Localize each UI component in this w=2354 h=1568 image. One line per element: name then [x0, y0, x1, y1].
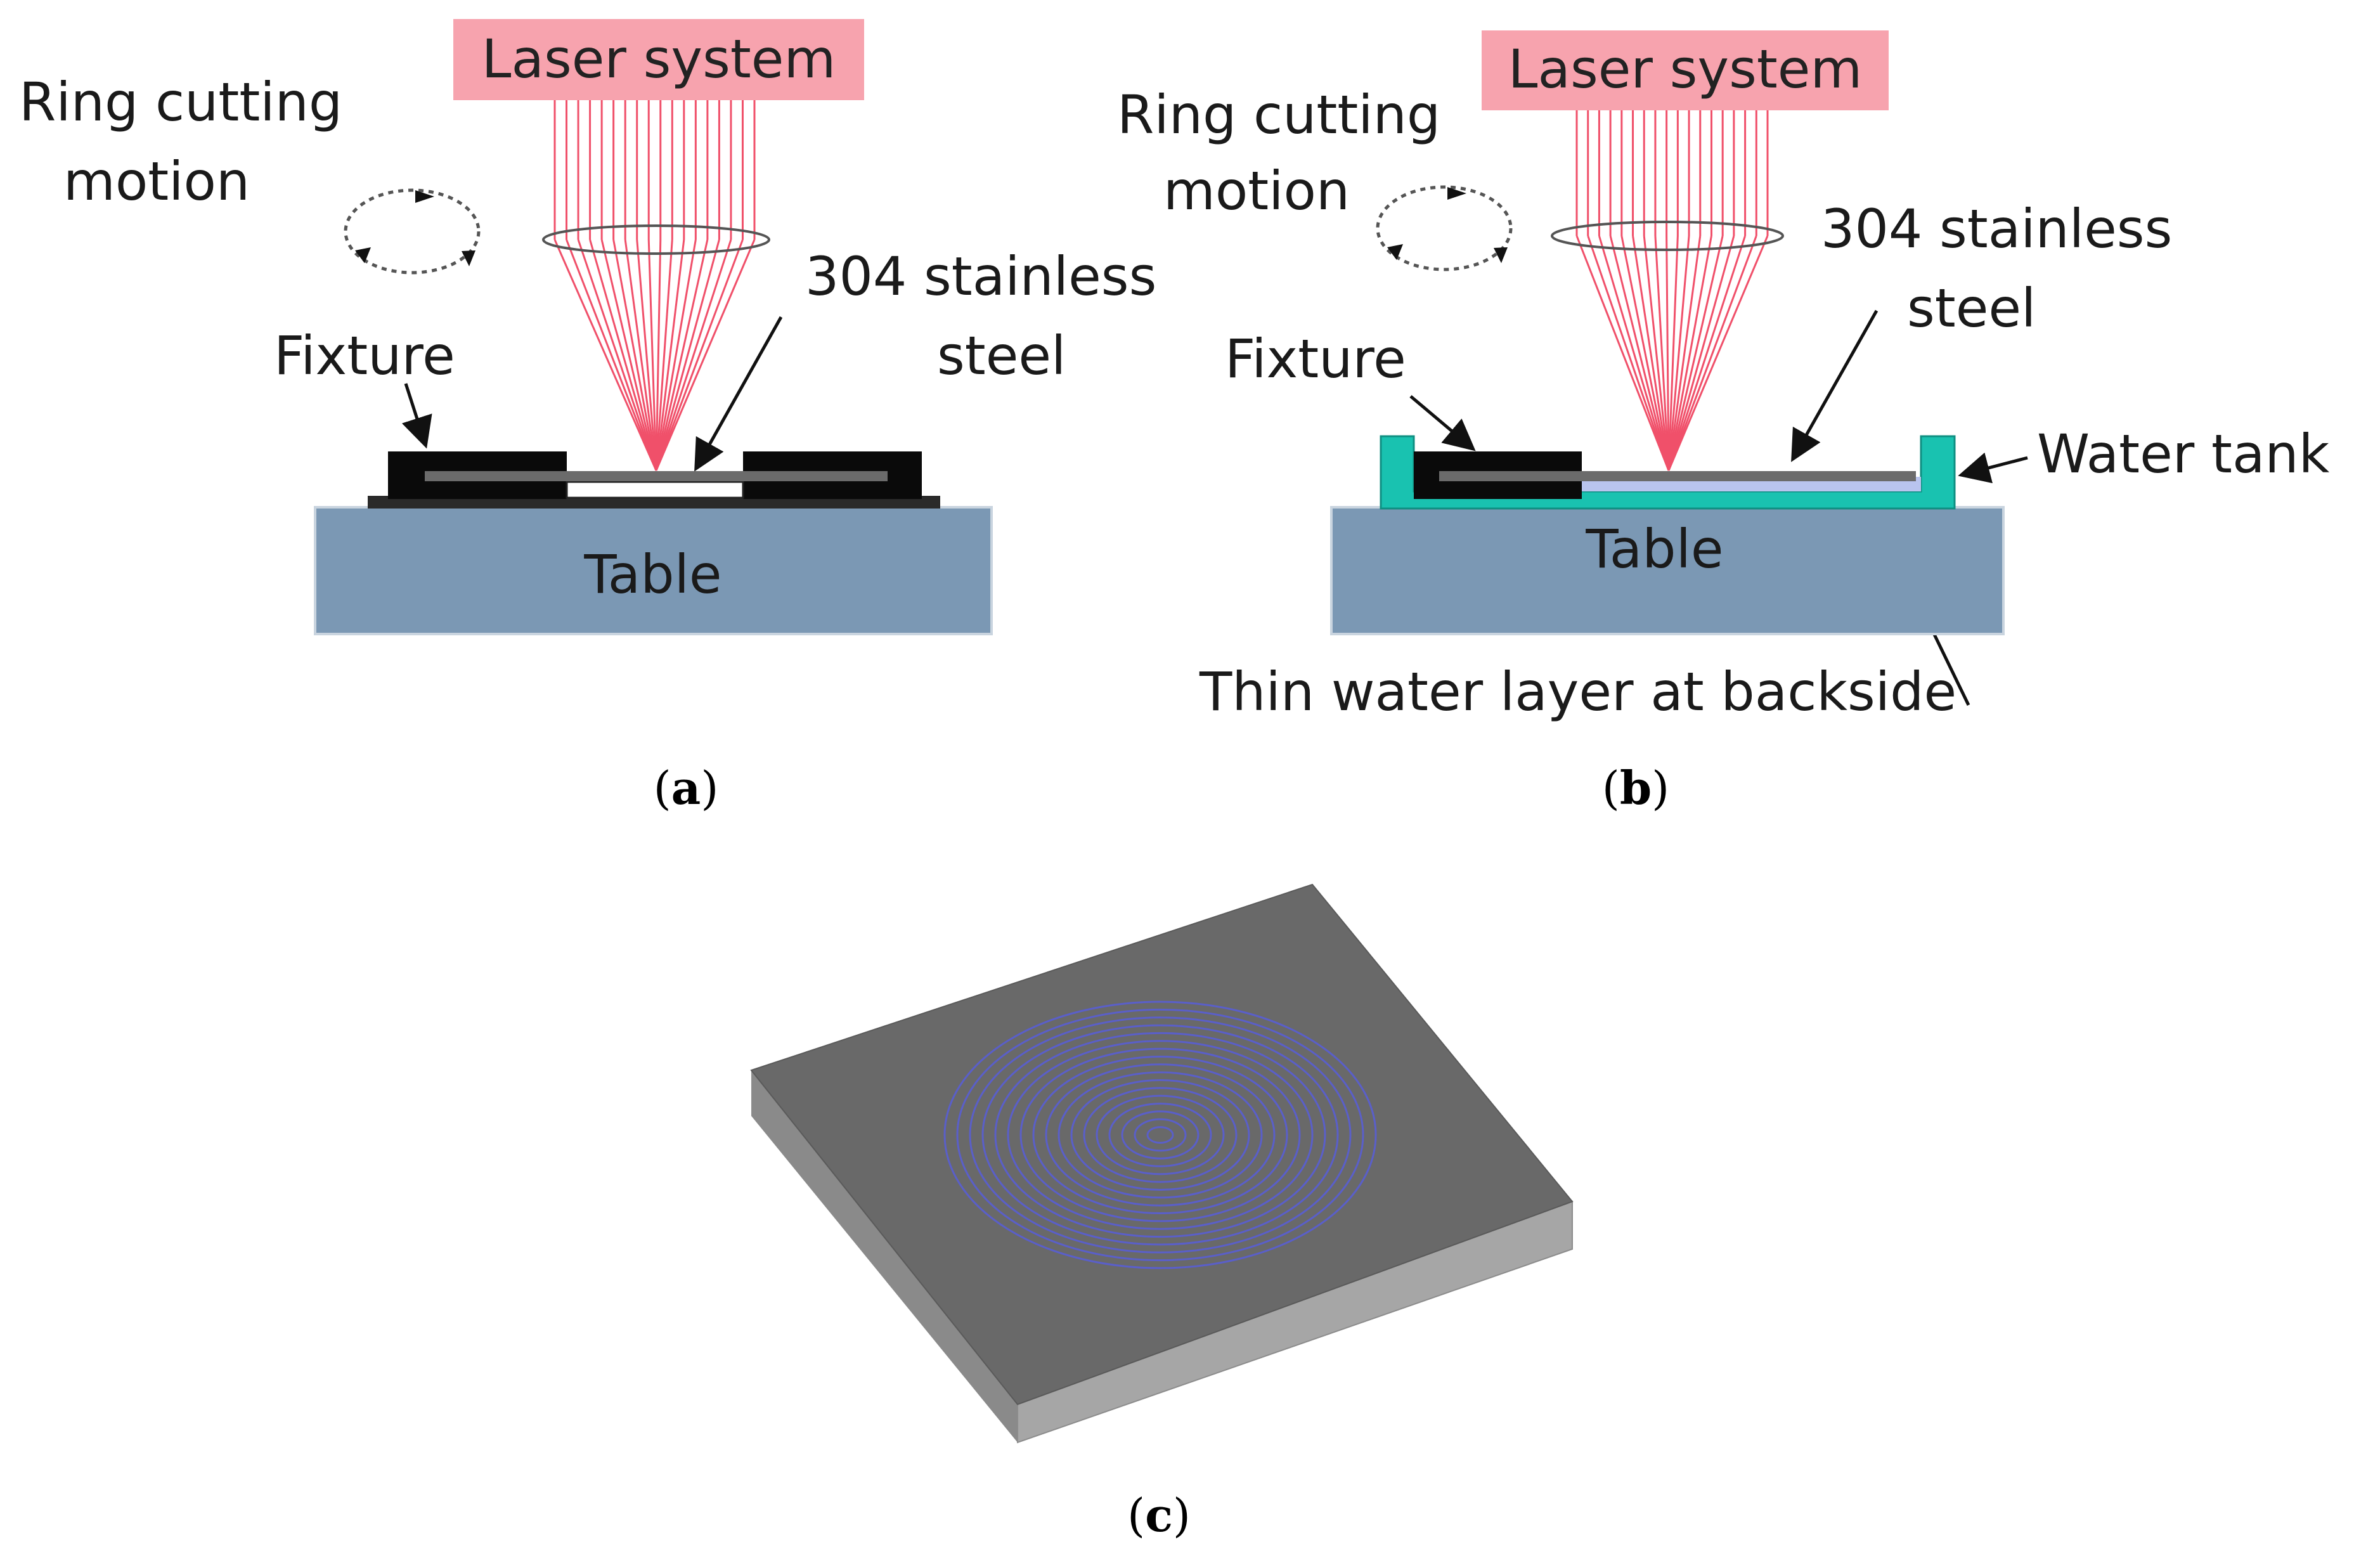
table-label-a: Table [583, 543, 721, 606]
laser-beam-converging-ray [1598, 235, 1670, 471]
laser-beam-converging-ray [1667, 235, 1702, 471]
cut-ring [981, 1024, 1339, 1246]
laser-beam-converging-ray [1667, 235, 1757, 471]
cut-gap-a [566, 481, 744, 499]
caption-c: (c) [1127, 1488, 1191, 1542]
laser-beam-converging-ray [655, 239, 685, 471]
laser-beam-converging-ray [655, 239, 744, 471]
laser-beam-converging-ray [1667, 235, 1747, 471]
laser-beam-converging-ray [1667, 235, 1712, 471]
water-tank-arrow-b [1958, 452, 2028, 484]
laser-beam-converging-ray [1609, 235, 1670, 471]
laser-beam-converging-ray [1575, 235, 1670, 471]
laser-beam-converging-ray [600, 239, 657, 471]
steel-label-b-1: 304 stainless [1821, 198, 2172, 260]
fixture-arrow-a [401, 383, 432, 449]
table-a [314, 506, 993, 635]
water-tank-label-b: Water tank [2037, 423, 2330, 485]
table-label-b: Table [1585, 518, 1723, 580]
cut-ring [1121, 1110, 1200, 1160]
cut-ring [1146, 1126, 1174, 1144]
laser-system-box-a [453, 19, 864, 100]
ring-cutting-label-b-1: Ring cutting [1117, 84, 1440, 146]
cut-ring [1134, 1118, 1187, 1152]
panel-a: Laser system Ring cutting motion Fixture… [19, 19, 1156, 635]
cut-ring [1007, 1040, 1314, 1230]
cut-ring [994, 1032, 1326, 1238]
laser-beam-converging-ray [655, 239, 662, 471]
lens-a [542, 224, 770, 255]
laser-beam-converging-ray [1667, 235, 1679, 471]
fixture-label-b: Fixture [1225, 328, 1406, 390]
cut-ring [1083, 1087, 1238, 1183]
cut-ring [1032, 1056, 1288, 1214]
cut-ring [1108, 1103, 1212, 1167]
lens-b [1551, 221, 1784, 251]
ring-motion-icon-b [1376, 185, 1513, 271]
cut-ring [1096, 1094, 1225, 1176]
cut-ring [956, 1008, 1364, 1262]
ring-cutting-label-b-2: motion [1163, 160, 1350, 222]
cut-ring [1057, 1071, 1263, 1199]
laser-beam-converging-ray [1667, 235, 1769, 471]
panel-c [750, 883, 1574, 1444]
laser-beams-a [553, 100, 756, 471]
laser-beam-converging-ray [624, 239, 657, 471]
laser-beam-converging-ray [655, 239, 756, 471]
steel-sheet-a [425, 471, 888, 481]
laser-beam-converging-ray [655, 239, 709, 471]
laser-beam-converging-ray [566, 239, 657, 471]
plate-top-face [750, 883, 1574, 1406]
caption-b: (b) [1602, 761, 1670, 815]
laser-beam-converging-ray [1587, 235, 1670, 471]
laser-beam-converging-ray [612, 239, 657, 471]
laser-beam-converging-ray [636, 239, 657, 471]
laser-beam-converging-ray [655, 239, 732, 471]
cut-ring [943, 1001, 1377, 1269]
fixture-label-a: Fixture [274, 325, 455, 387]
laser-beam-converging-ray [1665, 235, 1670, 471]
laser-beam-converging-ray [577, 239, 657, 471]
laser-beams-b [1575, 110, 1769, 471]
cut-ring [1070, 1079, 1250, 1191]
steel-sheet-b [1439, 471, 1916, 481]
laser-system-label-a: Laser system [482, 28, 836, 90]
cut-ring [969, 1016, 1352, 1254]
laser-beam-converging-ray [1620, 235, 1670, 471]
laser-system-box-b [1482, 30, 1889, 110]
steel-label-b-2: steel [1907, 277, 2036, 339]
ring-cutting-label-a-2: motion [63, 150, 250, 212]
ring-motion-icon-a [344, 188, 481, 275]
steel-label-a-2: steel [937, 325, 1066, 387]
panel-b: Laser system Ring cutting motion Fixture… [1117, 30, 2330, 723]
laser-beam-converging-ray [655, 239, 673, 471]
laser-beam-converging-ray [1643, 235, 1670, 471]
laser-beam-converging-ray [553, 239, 657, 471]
concentric-cut-rings [943, 1001, 1377, 1269]
caption-a: (a) [654, 761, 719, 815]
water-layer-label-b: Thin water layer at backside [1199, 661, 1956, 723]
laser-beam-converging-ray [647, 239, 657, 471]
fixture-arrow-b [1409, 395, 1476, 451]
laser-beam-converging-ray [655, 239, 697, 471]
steel-arrow-a [694, 316, 783, 472]
laser-beam-converging-ray [1654, 235, 1670, 471]
cut-ring [1045, 1063, 1276, 1207]
laser-beam-converging-ray [589, 239, 657, 471]
laser-beam-converging-ray [655, 239, 720, 471]
plate-left-side [751, 1070, 1018, 1442]
laser-beam-converging-ray [1632, 235, 1670, 471]
laser-beam-converging-ray [1667, 235, 1690, 471]
steel-arrow-b [1791, 309, 1879, 462]
laser-system-label-b: Laser system [1508, 38, 1863, 100]
table-b [1330, 506, 2005, 635]
steel-label-a-1: 304 stainless [805, 245, 1156, 308]
laser-beam-converging-ray [1667, 235, 1724, 471]
laser-beam-converging-ray [1667, 235, 1735, 471]
cut-ring [1019, 1047, 1301, 1222]
ring-cutting-label-a-1: Ring cutting [19, 71, 342, 133]
